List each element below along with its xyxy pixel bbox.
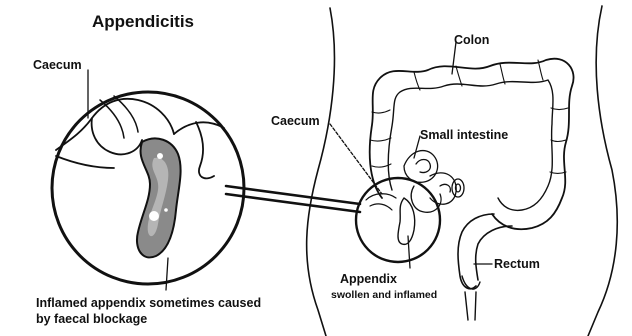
diagram-title: Appendicitis xyxy=(92,13,194,30)
label-rectum: Rectum xyxy=(494,258,540,271)
label-caecum-zoom: Caecum xyxy=(33,59,82,72)
label-appendix-sub: swollen and inflamed xyxy=(331,290,437,301)
label-appendix: Appendix xyxy=(340,273,397,286)
colon xyxy=(370,59,574,320)
torso-outline xyxy=(307,6,618,336)
magnifier-small xyxy=(356,178,440,262)
label-small-intestine: Small intestine xyxy=(420,129,508,142)
label-caecum-body: Caecum xyxy=(271,115,320,128)
label-inflamed-line1: Inflamed appendix sometimes caused xyxy=(36,297,261,310)
label-colon: Colon xyxy=(454,34,489,47)
magnifier-connectors xyxy=(226,186,360,212)
magnifier-large xyxy=(52,92,244,284)
label-inflamed-line2: by faecal blockage xyxy=(36,313,147,326)
